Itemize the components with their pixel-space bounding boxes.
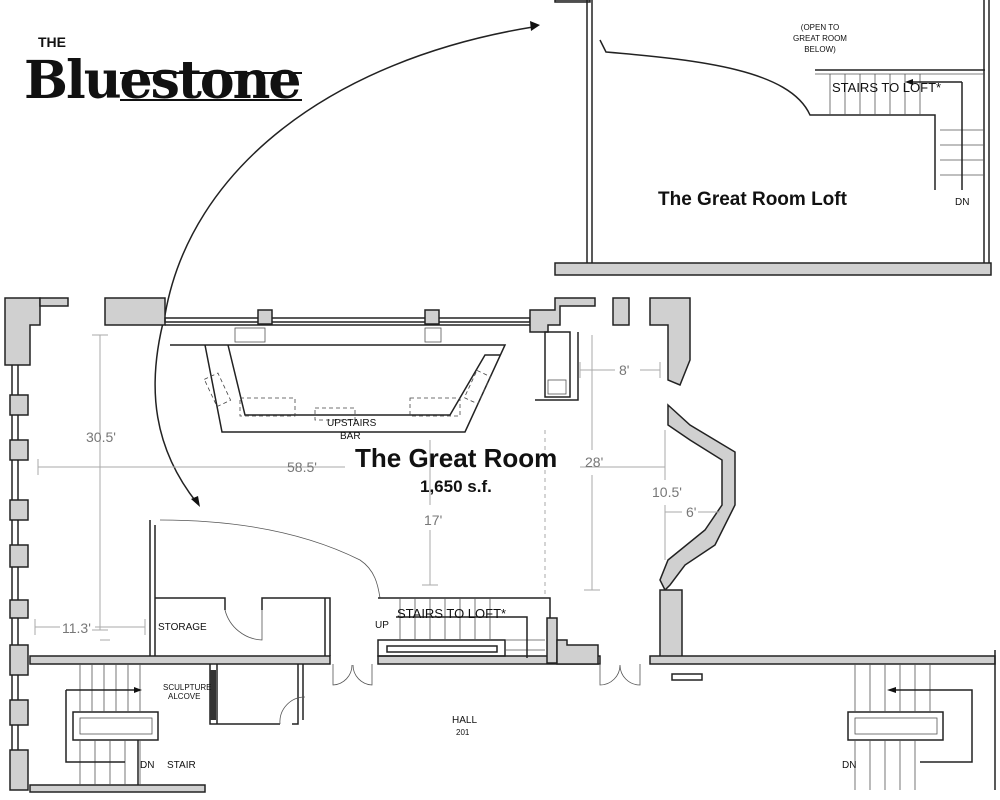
- storage-label: STORAGE: [158, 622, 207, 633]
- up-label: UP: [375, 620, 389, 631]
- sculpture-label-line1: SCULPTURE: [163, 683, 211, 692]
- dim-storage-width: 11.3': [62, 620, 91, 636]
- dimensions: 30.5' 58.5' 28' 8' 10.5' 6' 17' 11.3': [34, 334, 720, 641]
- dim-height-left: 30.5': [86, 429, 116, 445]
- bluestone-logo: THE Bluestone: [24, 34, 302, 111]
- dn-left-label: DN: [140, 760, 154, 771]
- arrowhead-icon: [530, 21, 540, 31]
- dim-loft-depth: 17': [424, 512, 442, 528]
- logo-name: Bluestone: [24, 50, 299, 111]
- upstairs-bar: UPSTAIRS BAR: [165, 324, 579, 442]
- hall-label: HALL: [452, 715, 477, 726]
- loft-note-line1: (OPEN TO: [801, 23, 839, 32]
- dim-bay-height: 10.5': [652, 484, 682, 500]
- sculpture-label-line2: ALCOVE: [168, 692, 200, 701]
- loft-title: The Great Room Loft: [658, 189, 848, 210]
- hall-number: 201: [456, 728, 470, 737]
- arrowhead-icon: [191, 496, 200, 507]
- great-room-area: 1,650 s.f.: [420, 477, 492, 496]
- great-room-title: The Great Room: [355, 443, 557, 473]
- dim-bay-depth: 6': [686, 504, 696, 520]
- lower-level: SCULPTURE ALCOVE DN STAIR HALL 201 DN: [65, 664, 973, 790]
- connector-arrows: [154, 21, 540, 507]
- great-room-walls: [4, 297, 996, 793]
- logo-prefix: THE: [38, 34, 66, 50]
- loft-stairs-label: STAIRS TO LOFT*: [832, 80, 941, 95]
- loft-note-line2: GREAT ROOM: [793, 34, 847, 43]
- loft-plan: (OPEN TO GREAT ROOM BELOW) STAIRS TO LOF…: [554, 0, 992, 276]
- bar-label-line1: UPSTAIRS: [327, 418, 377, 429]
- dn-right-label: DN: [842, 760, 856, 771]
- loft-dn-label: DN: [955, 197, 969, 208]
- dim-bay-offset: 8': [619, 362, 629, 378]
- bar-label-line2: BAR: [340, 431, 361, 442]
- dim-height-right: 28': [585, 454, 603, 470]
- storage-area: STORAGE UP STAIRS TO LOFT*: [149, 519, 599, 665]
- stair-label: STAIR: [167, 760, 196, 771]
- dim-width-total: 58.5': [287, 459, 317, 475]
- stairs-to-loft-label: STAIRS TO LOFT*: [397, 606, 506, 621]
- loft-note-line3: BELOW): [804, 45, 836, 54]
